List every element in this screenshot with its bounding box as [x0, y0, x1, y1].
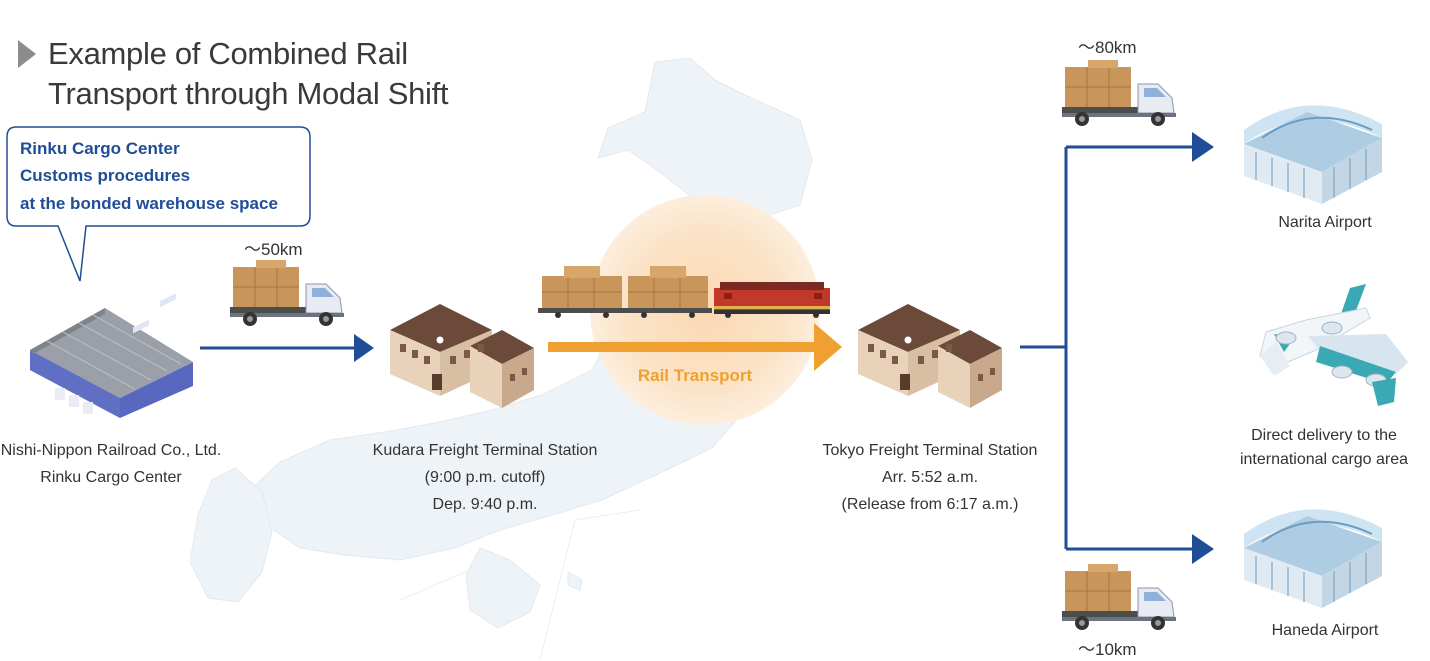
direct-delivery-label-line-2: international cargo area — [1239, 451, 1409, 468]
airplane-icon — [1259, 284, 1408, 406]
arrow-origin-to-kudara — [200, 334, 374, 362]
page-title-line-1: Example of Combined Rail — [48, 36, 408, 71]
title-marker-icon — [18, 40, 36, 68]
truck-icon-haneda — [1062, 564, 1176, 630]
tokyo-label-line-1: Tokyo Freight Terminal Station — [822, 442, 1038, 459]
warehouse-icon — [30, 293, 193, 418]
freight-station-icon-tokyo — [858, 304, 1002, 408]
tokyo-label-line-2: Arr. 5:52 a.m. — [881, 469, 979, 486]
truck-icon-narita — [1062, 60, 1176, 126]
narita-airport-label: Narita Airport — [1278, 214, 1372, 231]
page-title-line-2: Transport through Modal Shift — [48, 76, 449, 111]
rail-transport-label: Rail Transport — [637, 366, 753, 385]
kudara-label-line-3: Dep. 9:40 p.m. — [432, 496, 538, 513]
tokyo-label-line-3: (Release from 6:17 a.m.) — [841, 496, 1019, 513]
kudara-label-line-1: Kudara Freight Terminal Station — [372, 442, 598, 459]
rail-transport-arrow — [548, 323, 842, 371]
truck-icon-origin — [230, 260, 344, 326]
distance-label-haneda: 〜10km — [1078, 640, 1137, 659]
callout-bubble — [6, 126, 311, 282]
distance-label-origin-kudara: 〜50km — [244, 240, 303, 259]
origin-label-line-1: Nishi-Nippon Railroad Co., Ltd. — [0, 442, 222, 459]
callout-text-line-2: Customs procedures — [20, 166, 191, 185]
haneda-airport-label: Haneda Airport — [1271, 622, 1379, 639]
branch-arrows-to-airports — [1020, 132, 1214, 564]
direct-delivery-label-line-1: Direct delivery to the — [1251, 427, 1397, 444]
origin-label-line-2: Rinku Cargo Center — [40, 469, 182, 486]
distance-label-narita: 〜80km — [1078, 38, 1137, 57]
freight-train-icon — [538, 266, 830, 318]
airport-terminal-icon-haneda — [1244, 509, 1382, 608]
callout-text-line-3: at the bonded warehouse space — [20, 194, 278, 213]
airport-terminal-icon-narita — [1244, 105, 1382, 204]
freight-station-icon-kudara — [390, 304, 534, 408]
callout-text-line-1: Rinku Cargo Center — [20, 139, 180, 158]
kudara-label-line-2: (9:00 p.m. cutoff) — [424, 469, 546, 486]
